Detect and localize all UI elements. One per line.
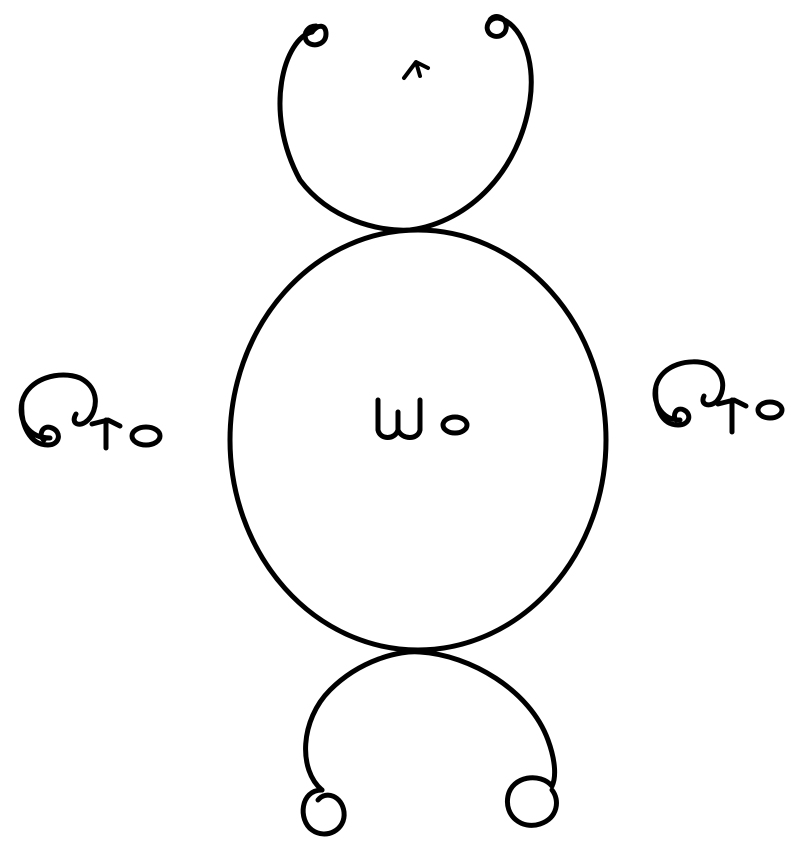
center-label-omega: [375, 397, 470, 440]
bottom-coupling-arc: [300, 649, 559, 837]
top-mark: [402, 60, 430, 80]
top-coupling-arc: [277, 14, 534, 233]
top-label: κ: [415, 69, 416, 71]
right-label: Ω₀: [720, 409, 722, 411]
left-label: Ω₀: [90, 439, 92, 441]
right-label-omega: [652, 359, 785, 435]
top-right-terminal-loop: [484, 14, 509, 39]
center-label: ω₀: [418, 439, 420, 441]
bottom-left-terminal-loop: [300, 787, 347, 837]
ring-resonator-circle: [227, 227, 609, 653]
top-left-terminal-loop: [302, 23, 329, 48]
left-label-omega: [18, 372, 163, 451]
bottom-right-terminal-loop: [504, 775, 559, 828]
